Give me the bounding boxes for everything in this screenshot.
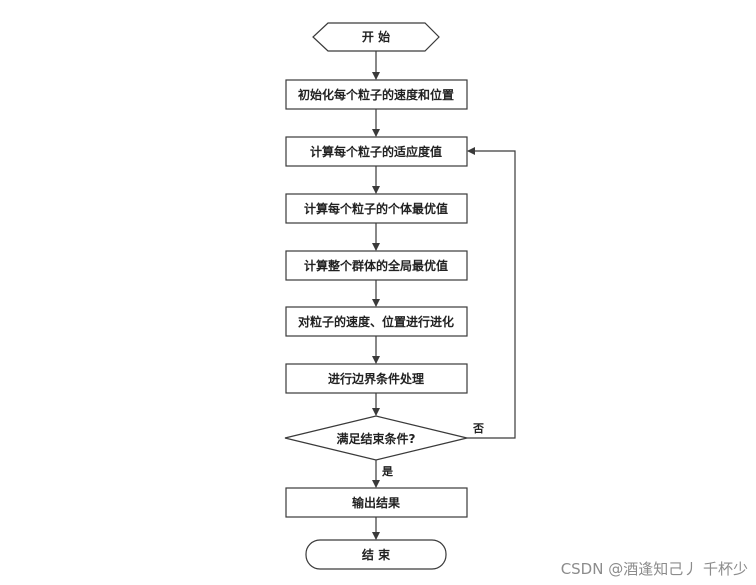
init-label: 初始化每个粒子的速度和位置 [298,87,454,102]
init-node: 初始化每个粒子的速度和位置 [285,79,468,110]
update-label: 对粒子的速度、位置进行进化 [298,314,454,329]
output-label: 输出结果 [352,495,400,510]
pbest-label: 计算每个粒子的个体最优值 [304,201,448,216]
gbest-label: 计算整个群体的全局最优值 [304,258,448,273]
edge-label-yes: 是 [381,465,394,478]
fitness-node: 计算每个粒子的适应度值 [285,136,468,167]
decision-label: 满足结束条件? [337,431,416,446]
pbest-node: 计算每个粒子的个体最优值 [285,193,468,224]
output-node: 输出结果 [285,487,468,518]
edge-decision-loop-back [467,147,516,439]
end-node: 结 束 [305,539,447,570]
update-node: 对粒子的速度、位置进行进化 [285,306,468,337]
fitness-label: 计算每个粒子的适应度值 [310,144,442,159]
decision-node: 满足结束条件? [284,415,468,461]
watermark: CSDN @酒逢知己丿 千杯少 [560,560,748,578]
start-label: 开 始 [362,29,390,44]
boundary-node: 进行边界条件处理 [285,363,468,394]
end-label: 结 束 [362,547,391,562]
gbest-node: 计算整个群体的全局最优值 [285,250,468,281]
start-node: 开 始 [312,22,440,52]
edge-label-no: 否 [472,422,484,435]
boundary-label: 进行边界条件处理 [328,371,424,386]
